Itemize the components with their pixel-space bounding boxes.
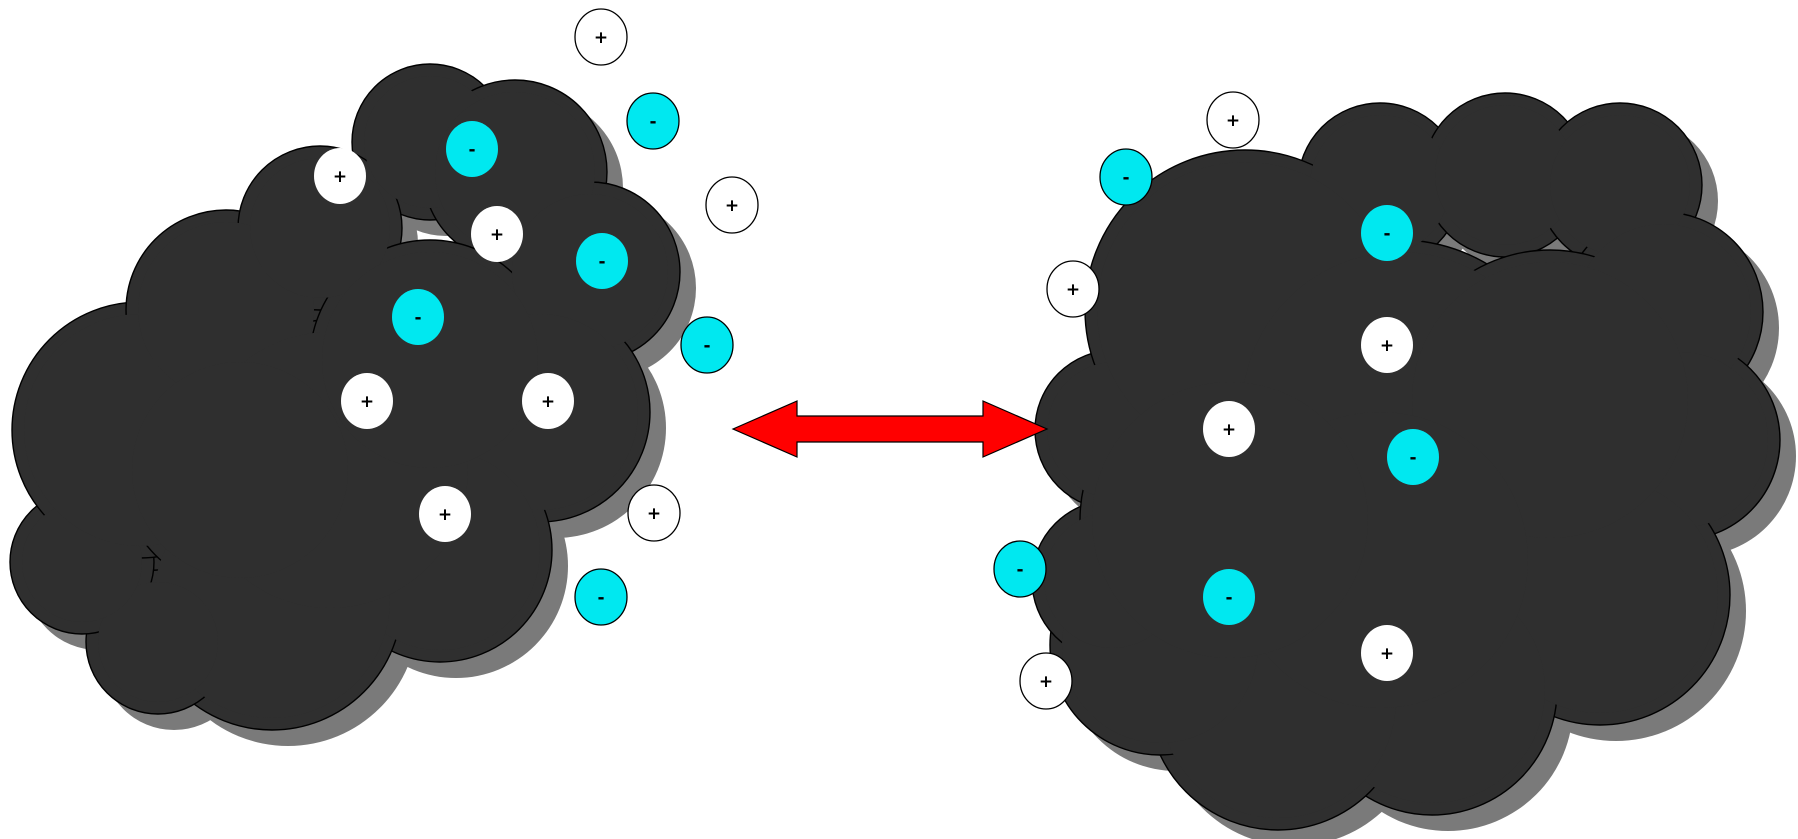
- anion-ion-circle: [1099, 148, 1153, 206]
- cation-ion-circle: [1203, 401, 1255, 457]
- cation-ion-circle: [341, 373, 393, 429]
- cation-sign: +: [333, 167, 347, 187]
- anion-sign: -: [1409, 448, 1416, 468]
- anion-ion: -: [1203, 569, 1255, 625]
- cation-ion-circle: [314, 148, 366, 204]
- anion-ion: -: [392, 289, 444, 345]
- cation-ion: +: [419, 486, 471, 542]
- anion-ion-circle: [1203, 569, 1255, 625]
- cation-ion: +: [705, 176, 759, 234]
- cation-sign: +: [1066, 280, 1080, 300]
- anion-ion-circle: [1361, 205, 1413, 261]
- right-cloud-fill-lobe: [1435, 105, 1575, 245]
- cation-sign: +: [725, 196, 739, 216]
- anion-ion: -: [680, 316, 734, 374]
- anion-ion-circle: [993, 540, 1047, 598]
- anion-ion: -: [1361, 205, 1413, 261]
- cation-sign: +: [1039, 672, 1053, 692]
- anion-ion-circle: [574, 568, 628, 626]
- anion-sign: -: [414, 308, 421, 328]
- cation-ion: +: [522, 373, 574, 429]
- cation-sign: +: [647, 504, 661, 524]
- left-particle-cloud: [9, 63, 696, 746]
- anion-ion: -: [1099, 148, 1153, 206]
- ions-layer: + - + - + + + - + - + - + - + - + - + - + + - - +: [314, 8, 1439, 710]
- anion-sign: -: [597, 588, 604, 608]
- anion-sign: -: [649, 112, 656, 132]
- cation-ion-circle: [1361, 317, 1413, 373]
- cation-sign: +: [360, 392, 374, 412]
- anion-sign: -: [703, 336, 710, 356]
- cation-sign: +: [1222, 420, 1236, 440]
- cation-sign: +: [541, 392, 555, 412]
- anion-sign: -: [598, 252, 605, 272]
- anion-ion-circle: [576, 233, 628, 289]
- anion-ion: -: [574, 568, 628, 626]
- cation-ion-circle: [419, 486, 471, 542]
- anion-ion: -: [1387, 429, 1439, 485]
- right-cloud-fill-lobe: [1550, 115, 1690, 255]
- cation-ion: +: [341, 373, 393, 429]
- cation-ion-circle: [705, 176, 759, 234]
- anion-ion: -: [446, 121, 498, 177]
- cation-sign: +: [490, 225, 504, 245]
- cation-ion-circle: [471, 206, 523, 262]
- anion-ion-circle: [392, 289, 444, 345]
- cation-ion: +: [574, 8, 628, 66]
- anion-ion: -: [993, 540, 1047, 598]
- cation-ion: +: [1019, 652, 1073, 710]
- cation-ion: +: [314, 148, 366, 204]
- cation-sign: +: [1380, 644, 1394, 664]
- cation-ion: +: [1361, 317, 1413, 373]
- cation-sign: +: [1380, 336, 1394, 356]
- anion-ion-circle: [1387, 429, 1439, 485]
- right-cloud-fill-lobe: [1092, 382, 1368, 658]
- anion-ion: -: [576, 233, 628, 289]
- left-cloud-fill-lobe: [322, 252, 538, 468]
- cation-ion: +: [1361, 625, 1413, 681]
- anion-ion-circle: [446, 121, 498, 177]
- cation-ion-circle: [522, 373, 574, 429]
- cation-ion: +: [471, 206, 523, 262]
- anion-ion-circle: [680, 316, 734, 374]
- cation-ion: +: [1206, 91, 1260, 149]
- anion-ion: -: [626, 92, 680, 150]
- anion-sign: -: [1225, 588, 1232, 608]
- cation-ion: +: [627, 484, 681, 542]
- cation-ion-circle: [1361, 625, 1413, 681]
- cation-sign: +: [1226, 111, 1240, 131]
- cation-ion: +: [1203, 401, 1255, 457]
- cation-sign: +: [594, 28, 608, 48]
- left-cloud-fill-lobe: [98, 582, 218, 702]
- cation-ion-circle: [627, 484, 681, 542]
- anion-sign: -: [468, 140, 475, 160]
- anion-ion-circle: [626, 92, 680, 150]
- cation-ion-circle: [1206, 91, 1260, 149]
- cation-sign: +: [438, 505, 452, 525]
- anion-sign: -: [1122, 168, 1129, 188]
- anion-sign: -: [1016, 560, 1023, 580]
- cation-ion: +: [1046, 260, 1100, 318]
- cation-ion-circle: [1046, 260, 1100, 318]
- double-headed-equilibrium-arrow: [731, 400, 1049, 458]
- cation-ion-circle: [574, 8, 628, 66]
- left-cloud-fill: [22, 76, 668, 718]
- left-cloud-fill-lobe: [132, 362, 348, 578]
- anion-sign: -: [1383, 224, 1390, 244]
- cation-ion-circle: [1019, 652, 1073, 710]
